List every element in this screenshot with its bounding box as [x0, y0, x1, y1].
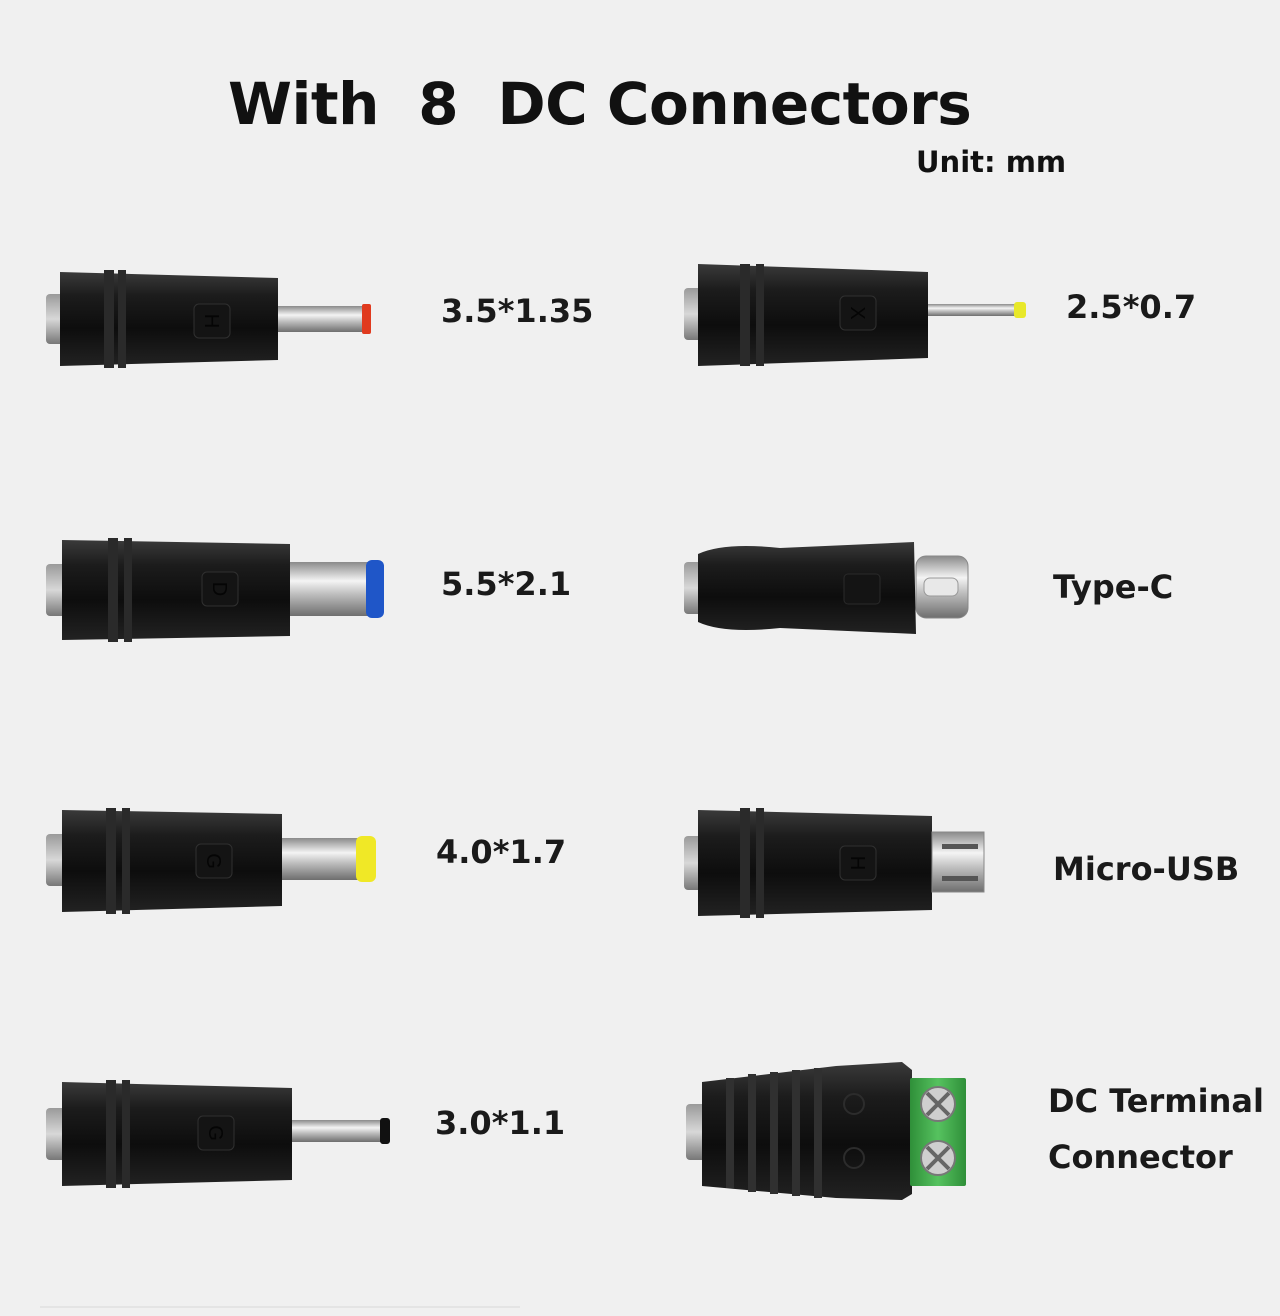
svg-text:X: X	[846, 306, 868, 319]
connector-label-3-5x1-35: 3.5*1.35	[441, 292, 594, 330]
tip-blue	[366, 560, 384, 618]
label-line-2: Connector	[1048, 1138, 1233, 1176]
connector-label-dc-terminal: DC Terminal Connector	[1048, 1073, 1264, 1185]
connector-label-2-5x0-7: 2.5*0.7	[1066, 288, 1197, 326]
tip-red	[362, 304, 371, 334]
label-line-1: DC Terminal	[1048, 1082, 1264, 1120]
unit-note: Unit: mm	[916, 145, 1067, 179]
barrel-plug-5-5x2-1-image: D	[46, 538, 384, 642]
svg-text:G: G	[204, 1125, 226, 1141]
barrel-plug-3-5x1-35-image: H	[46, 270, 371, 368]
barrel-plug-4-0x1-7-image: G	[46, 808, 376, 914]
svg-text:H: H	[846, 856, 868, 870]
tip-yellow	[356, 836, 376, 882]
dc-terminal-connector-image	[686, 1062, 966, 1200]
divider	[40, 1306, 520, 1308]
connector-label-4-0x1-7: 4.0*1.7	[436, 833, 567, 871]
tip-black	[380, 1118, 390, 1144]
connector-label-3-0x1-1: 3.0*1.1	[435, 1104, 566, 1142]
tip-yellow	[1014, 302, 1026, 318]
micro-usb-adapter-image: H	[684, 808, 985, 918]
connector-label-micro-usb: Micro-USB	[1053, 850, 1240, 888]
barrel-plug-3-0x1-1-image: G	[46, 1080, 390, 1188]
page-title: With 8 DC Connectors	[228, 70, 972, 138]
connector-label-5-5x2-1: 5.5*2.1	[441, 565, 572, 603]
connector-label-type-c: Type-C	[1053, 568, 1174, 606]
barrel-plug-2-5x0-7-image: X	[684, 264, 1026, 366]
svg-text:D: D	[208, 582, 230, 596]
usb-type-c-adapter-image	[684, 542, 969, 634]
svg-text:G: G	[202, 853, 224, 869]
body-letter: H	[200, 314, 222, 328]
